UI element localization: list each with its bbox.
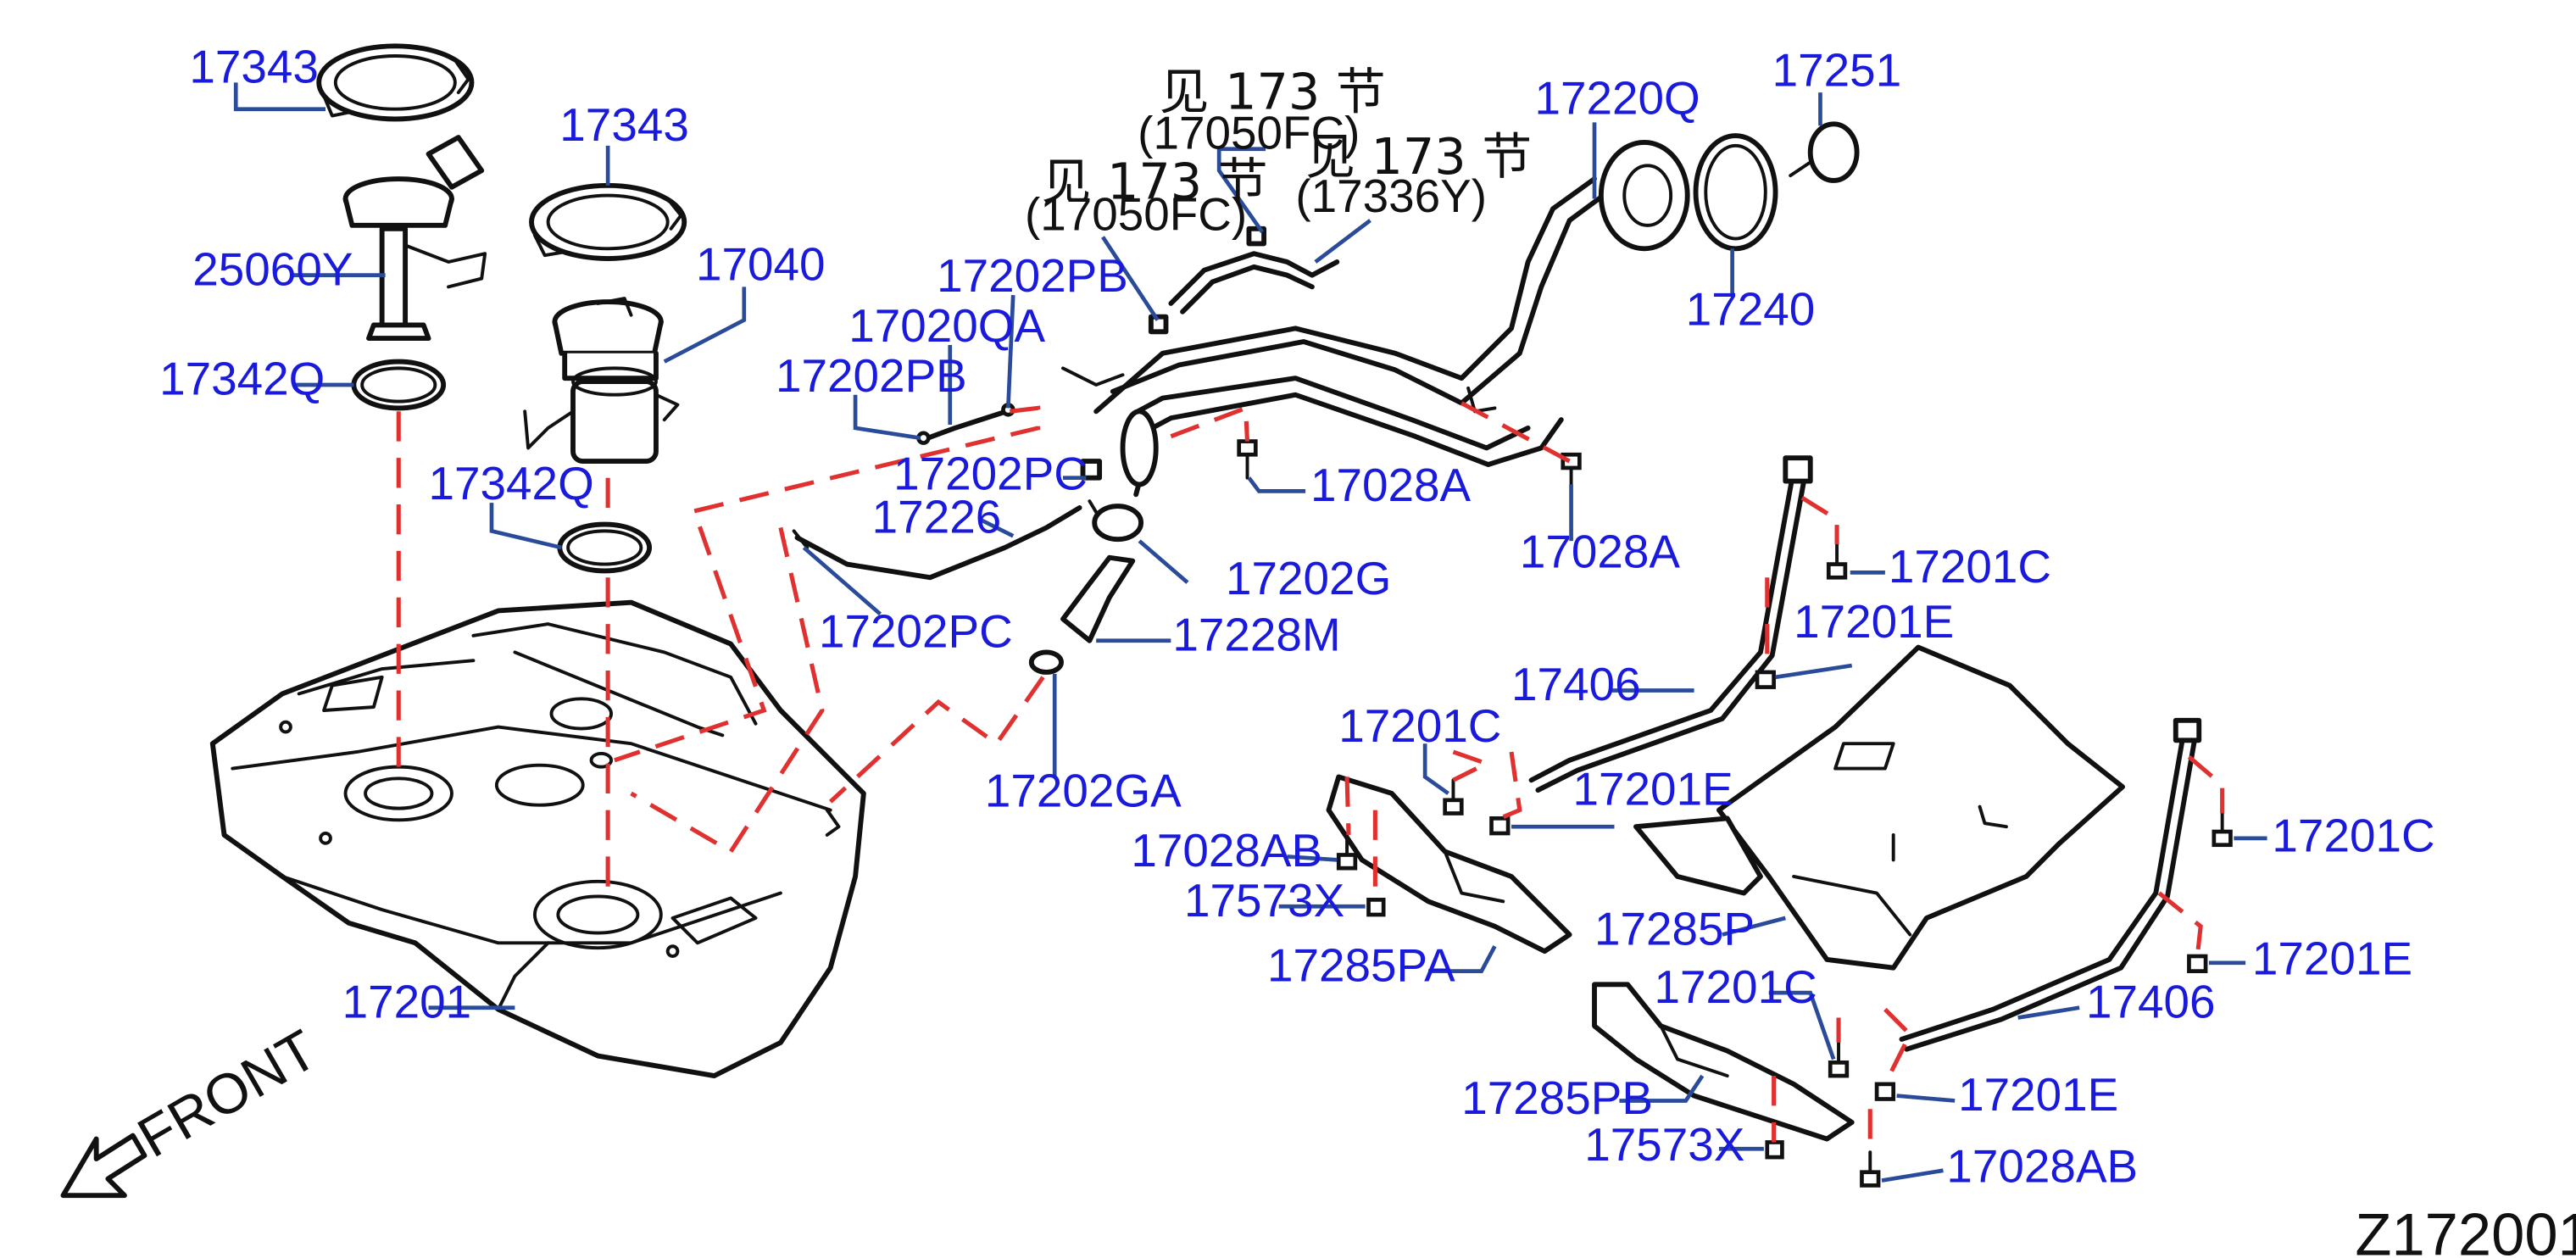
label-17201C-2[interactable]: 17201C [1338,699,1501,752]
clip-17573X-1 [1366,898,1386,917]
fuel-level-sensor-25060Y [342,135,487,342]
label-17226[interactable]: 17226 [872,490,1002,543]
heat-shield-17285PA [1326,774,1572,955]
label-17406-low[interactable]: 17406 [2086,975,2216,1027]
filler-pipe-17220Q [1061,139,1690,498]
lock-ring-17343-right [529,182,687,261]
label-17240[interactable]: 17240 [1686,282,1816,335]
hose-evap-17050FC [1148,225,1340,335]
bolt-17201C-4 [1828,1040,1850,1078]
label-17028A-b[interactable]: 17028A [1520,526,1681,578]
label-17406-top[interactable]: 17406 [1511,658,1641,710]
bolt-17201C-1 [1826,543,1848,580]
clip-17573X-2 [1765,1140,1784,1160]
tank-strap-17406-low [1899,717,2202,1052]
label-17028A-a[interactable]: 17028A [1310,459,1472,511]
label-17202PC-mid[interactable]: 17202PC [893,447,1088,499]
label-17201E-2[interactable]: 17201E [1573,763,1733,815]
section-ref-1-see[interactable]: 见 173 节 [1160,63,1386,121]
leader-lines [233,82,2267,1183]
label-17573X-1[interactable]: 17573X [1184,874,1344,927]
label-17251[interactable]: 17251 [1772,43,1902,96]
bolt-17028AB-2 [1860,1150,1881,1188]
assembly-guide-lines [396,401,2225,1153]
label-17573X-2[interactable]: 17573X [1584,1118,1744,1171]
label-17201E-1[interactable]: 17201E [1794,595,1954,648]
drawing-code: Z1720011 [2355,1201,2576,1258]
label-17201E-3[interactable]: 17201E [2252,932,2412,985]
clamp-17202G [1092,504,1144,543]
label-17202G[interactable]: 17202G [1226,552,1391,604]
bolt-17201C-3 [2212,811,2233,848]
label-17201C-3[interactable]: 17201C [2272,810,2434,862]
label-17202GA[interactable]: 17202GA [985,765,1182,817]
label-17285PA[interactable]: 17285PA [1267,938,1455,991]
hose-17020QA [916,403,1015,445]
label-17228M[interactable]: 17228M [1172,608,1340,660]
fuel-pump-assembly-17040 [523,297,680,465]
section-ref-1-part[interactable]: (17050FC) [1138,107,1360,159]
o-ring-17342Q-left [351,359,447,411]
label-25060Y[interactable]: 25060Y [192,242,353,295]
label-17201E-4[interactable]: 17201E [1958,1068,2118,1121]
lock-ring-17343-left [316,43,475,122]
label-17202PB-top[interactable]: 17202PB [937,249,1128,302]
fuel-tank-17201 [209,599,866,1079]
nut-17201E-3 [2187,954,2208,973]
tank-strap-17406-top [1528,455,1813,793]
label-17342Q-right[interactable]: 17342Q [429,457,594,509]
section-ref-3-part[interactable]: (17336Y) [1295,170,1487,222]
label-17040[interactable]: 17040 [696,238,826,291]
label-17202PC-low[interactable]: 17202PC [819,605,1013,658]
bolt-17201C-2 [1443,778,1464,815]
nut-17201E-2 [1489,816,1511,836]
bolt-17028A-a [1237,439,1258,480]
label-17343-right[interactable]: 17343 [559,98,689,151]
section-ref-2-part[interactable]: (17050FC) [1025,188,1247,241]
label-17342Q-left[interactable]: 17342Q [159,353,325,405]
nut-17201E-4 [1874,1082,1896,1101]
label-17020QA[interactable]: 17020QA [848,299,1045,352]
o-ring-17342Q-right [557,521,653,574]
heat-shield-17285P [1633,644,2126,971]
nut-17201E-1 [1755,670,1776,689]
heat-shield-17285PB [1592,982,1855,1142]
section-ref-3-see[interactable]: 见 173 节 [1305,127,1532,186]
label-17343-left[interactable]: 17343 [189,40,319,92]
label-17202PB-left[interactable]: 17202PB [776,349,967,402]
hose-17226 [792,459,1103,581]
bolt-17028AB-1 [1336,833,1358,871]
label-17201C-1[interactable]: 17201C [1889,540,2051,593]
label-17220Q[interactable]: 17220Q [1534,72,1700,125]
label-17285PB[interactable]: 17285PB [1461,1072,1653,1124]
label-17285P[interactable]: 17285P [1594,902,1755,955]
filler-cap-17251 [1789,121,1860,183]
filler-seal-17240 [1693,133,1778,252]
front-direction-arrow-icon [60,1133,147,1199]
label-17028AB-2[interactable]: 17028AB [1946,1139,2138,1192]
label-17201C-4[interactable]: 17201C [1655,960,1817,1013]
section-ref-2-see[interactable]: 见 173 节 [1042,153,1268,211]
label-17028AB-1[interactable]: 17028AB [1131,824,1322,877]
label-17201[interactable]: 17201 [342,975,472,1027]
front-label: FRONT [128,1018,328,1170]
